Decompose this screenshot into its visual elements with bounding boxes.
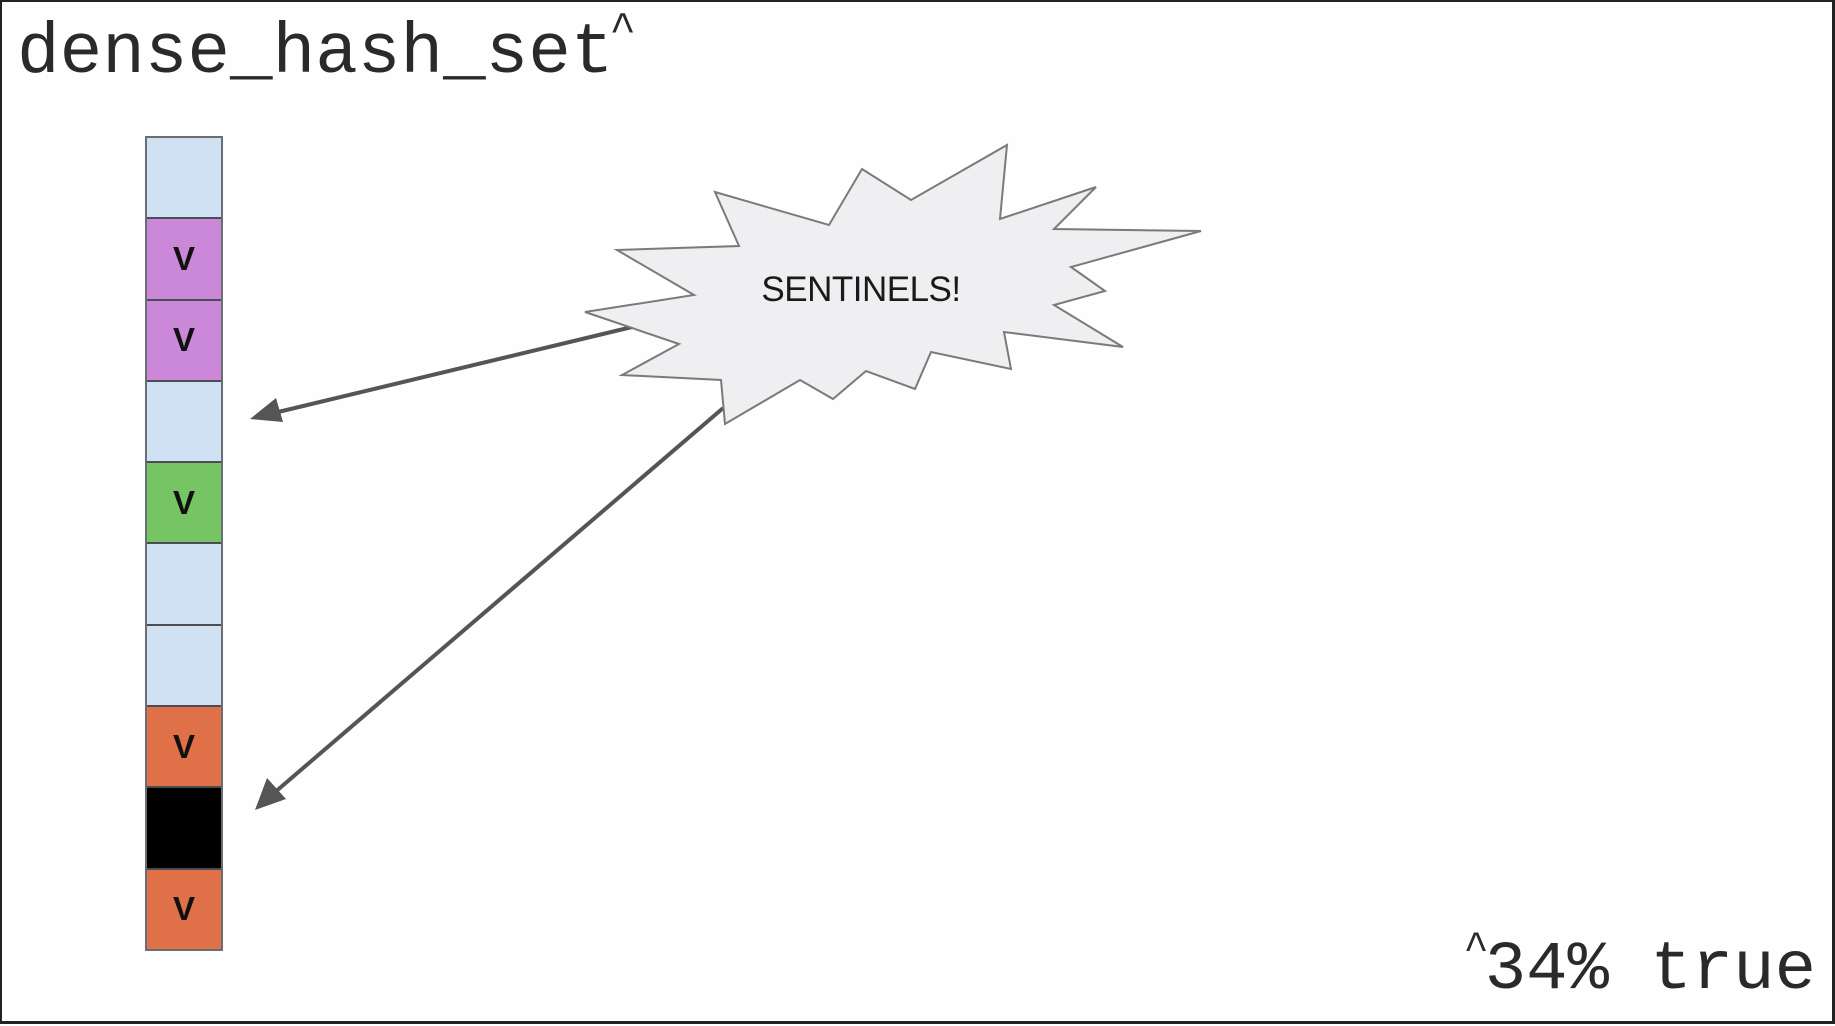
cell-label: V xyxy=(172,239,195,277)
arrow-to-deleted-slot xyxy=(255,407,724,810)
table-cell-6 xyxy=(147,623,221,706)
cell-label: V xyxy=(172,321,195,359)
footnote-text: 34% true xyxy=(1484,931,1816,1009)
table-cell-8 xyxy=(147,786,221,868)
table-cell-1: V xyxy=(147,217,221,299)
title-caret: ^ xyxy=(609,6,636,56)
table-cell-7: V xyxy=(147,705,221,787)
table-cell-9: V xyxy=(147,867,221,949)
table-cell-5 xyxy=(147,542,221,624)
slide-title: dense_hash_set^ xyxy=(17,6,640,101)
footnote: ^34% true xyxy=(1464,925,1816,1017)
cell-label: V xyxy=(172,727,195,765)
arrowhead-icon xyxy=(255,778,286,810)
table-cell-4: V xyxy=(147,461,221,543)
cell-label: V xyxy=(172,483,195,521)
table-cell-2: V xyxy=(147,298,221,380)
table-cell-3 xyxy=(147,379,221,462)
cell-label: V xyxy=(172,890,195,928)
footnote-caret: ^ xyxy=(1463,925,1489,973)
arrowhead-icon xyxy=(250,398,283,422)
hash-table-column: V V V V V xyxy=(145,136,223,951)
title-text: dense_hash_set xyxy=(17,14,614,94)
arrow-to-empty-slot xyxy=(250,325,634,422)
table-cell-0 xyxy=(147,138,221,218)
callout-label: SENTINELS! xyxy=(761,270,961,309)
